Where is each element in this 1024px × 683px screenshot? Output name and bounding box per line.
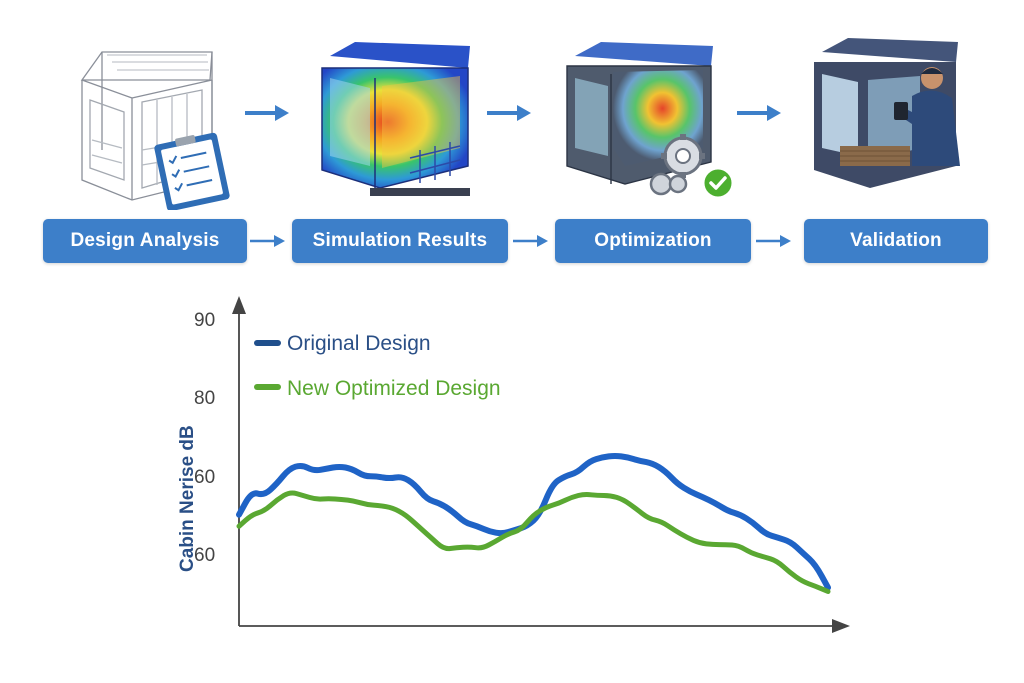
gear-icon [649, 134, 705, 196]
right-arrow-icon [245, 105, 289, 121]
checkmark-icon [701, 166, 735, 200]
noise-line-chart: 90 80 60 60 Cabin Nerise dB Original Des… [177, 296, 850, 633]
y-tick-label: 80 [194, 388, 215, 409]
y-axis-title: Cabin Nerise dB [177, 425, 198, 572]
right-arrow-icon [487, 105, 531, 121]
right-arrow-icon [250, 235, 285, 247]
y-tick-label: 60 [194, 545, 215, 566]
y-tick-label: 90 [194, 310, 215, 331]
series-line-optimized [236, 490, 831, 594]
step-design-analysis[interactable]: Design Analysis [43, 219, 247, 263]
series-line-original [236, 453, 831, 591]
validation-cabin-image [800, 36, 980, 196]
technician-figure [894, 67, 960, 166]
right-arrow-icon [737, 105, 781, 121]
step-validation[interactable]: Validation [804, 219, 988, 263]
step-optimization[interactable]: Optimization [555, 219, 751, 263]
step-simulation-results[interactable]: Simulation Results [292, 219, 508, 263]
simulation-heatmap-cabin-image [310, 38, 485, 198]
optimization-cabin-image [553, 38, 743, 203]
y-axis-arrowhead [232, 296, 246, 314]
right-arrow-icon [756, 235, 791, 247]
legend-label-optimized: New Optimized Design [287, 377, 501, 400]
y-tick-label: 60 [194, 467, 215, 488]
wireframe-cabin-image [62, 40, 242, 210]
clipboard-checklist-icon [154, 132, 230, 210]
x-axis-arrowhead [832, 619, 850, 633]
right-arrow-icon [513, 235, 548, 247]
legend-label-original: Original Design [287, 332, 431, 355]
